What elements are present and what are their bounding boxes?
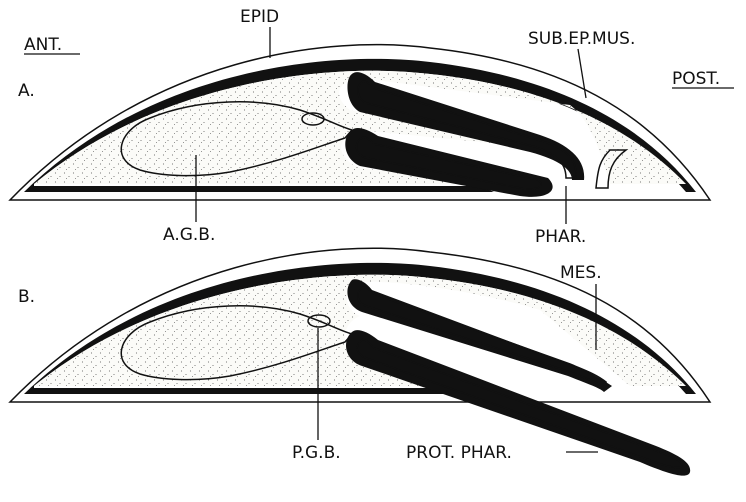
label-post: POST. [672, 69, 720, 89]
panel-letter-a: A. [18, 81, 35, 101]
label-mes: MES. [560, 263, 602, 283]
label-epid: EPID [240, 7, 279, 27]
label-agb: A.G.B. [163, 225, 215, 245]
panel-b [10, 248, 710, 475]
label-ant: ANT. [24, 35, 62, 55]
label-phar: PHAR. [535, 227, 586, 247]
label-sub-ep-mus: SUB.EP.MUS. [528, 29, 635, 49]
panel-letter-b: B. [18, 287, 35, 307]
label-prot-phar: PROT. PHAR. [406, 443, 512, 463]
panel-a [10, 45, 710, 200]
leader-sub-ep-mus [578, 49, 586, 98]
label-pgb: P.G.B. [292, 443, 341, 463]
